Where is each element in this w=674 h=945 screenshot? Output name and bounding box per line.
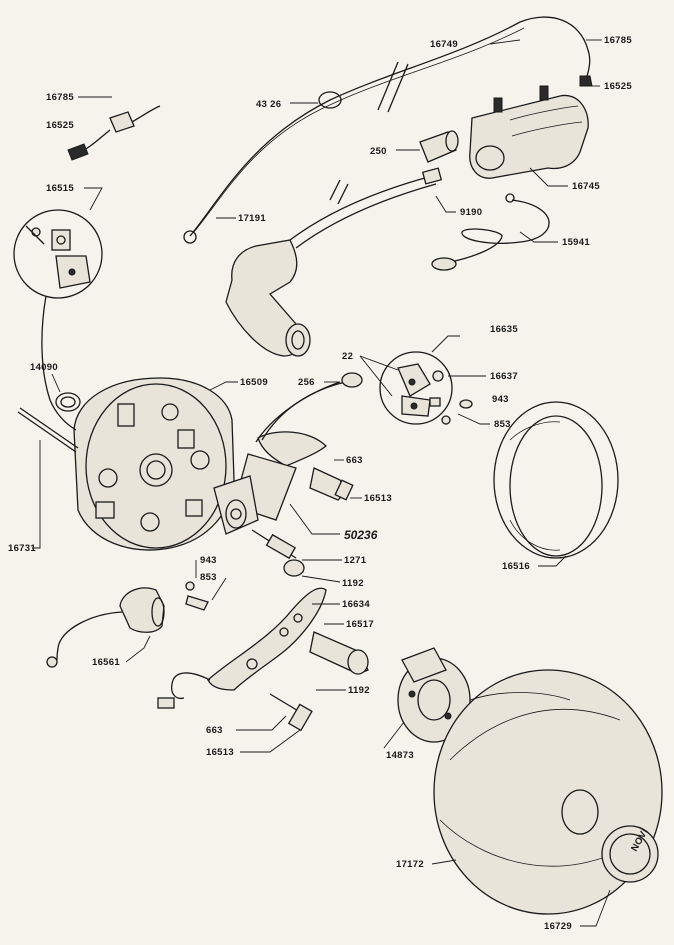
hub-14873 [397,647,471,743]
screw-663-lower [269,693,313,732]
label-16785-b: 16785 [46,92,74,103]
label-16515: 16515 [46,183,74,194]
earth-wire-15941 [431,193,550,271]
inset-detail-16515 [13,209,103,299]
pin-16731 [17,407,79,453]
label-16513-a: 16513 [364,493,392,504]
label-853-b: 853 [200,572,217,583]
wire-to-plate [41,295,77,431]
small-connector-top-left [67,105,161,161]
cover-disc-16729: NOVI [601,825,659,883]
label-663-b: 663 [206,725,223,736]
label-943-a: 943 [492,394,509,405]
part-labels: 16749 16785 16525 16785 16525 43 26 250 … [8,35,632,932]
leader-lines [32,39,611,927]
shaft-1271 [251,529,305,577]
condenser-16561 [46,587,165,668]
screw-663-upper [309,467,354,501]
label-943-b: 943 [200,555,217,566]
label-16745: 16745 [572,181,600,192]
label-663-a: 663 [346,455,363,466]
label-16637: 16637 [490,371,518,382]
label-16729: 16729 [544,921,572,932]
label-50236: 50236 [344,528,378,542]
rubber-ring-14090 [55,392,81,412]
label-853-a: 853 [494,419,511,430]
label-16731: 16731 [8,543,36,554]
washer-screw-943-853 [185,581,209,611]
ring-16516 [493,401,619,559]
label-16561: 16561 [92,657,120,668]
label-16517: 16517 [346,619,374,630]
label-22: 22 [342,351,353,362]
label-15941: 15941 [562,237,590,248]
label-1271: 1271 [344,555,367,566]
spark-plug-cap [225,239,311,357]
label-16516: 16516 [502,561,530,572]
wire-to-cam [157,672,211,709]
ignition-coil [469,85,589,179]
label-16785-a: 16785 [604,35,632,46]
label-9190: 9190 [460,207,482,218]
cam-16634 [207,587,327,691]
label-17172: 17172 [396,859,424,870]
label-16509: 16509 [240,377,268,388]
label-4326: 43 26 [256,99,281,110]
label-16749: 16749 [430,39,458,50]
label-14873: 14873 [386,750,414,761]
label-250: 250 [370,146,387,157]
label-16635: 16635 [490,324,518,335]
ht-lead [289,167,443,249]
label-1192-a: 1192 [342,578,364,589]
label-256: 256 [298,377,315,388]
label-16525-b: 16525 [46,120,74,131]
contact-breaker-16635 [379,351,473,425]
label-14090: 14090 [30,362,58,373]
label-1192-b: 1192 [348,685,370,696]
label-16513-b: 16513 [206,747,234,758]
rubber-boot-250 [419,130,459,163]
spindle-16517 [309,631,369,675]
rotor-assembly-50236 [213,381,341,535]
coil-lead-wire [183,16,593,244]
wire-256 [261,372,363,441]
label-16525-a: 16525 [604,81,632,92]
label-16634: 16634 [342,599,370,610]
base-plate-16509 [73,377,235,551]
label-17191: 17191 [238,213,266,224]
